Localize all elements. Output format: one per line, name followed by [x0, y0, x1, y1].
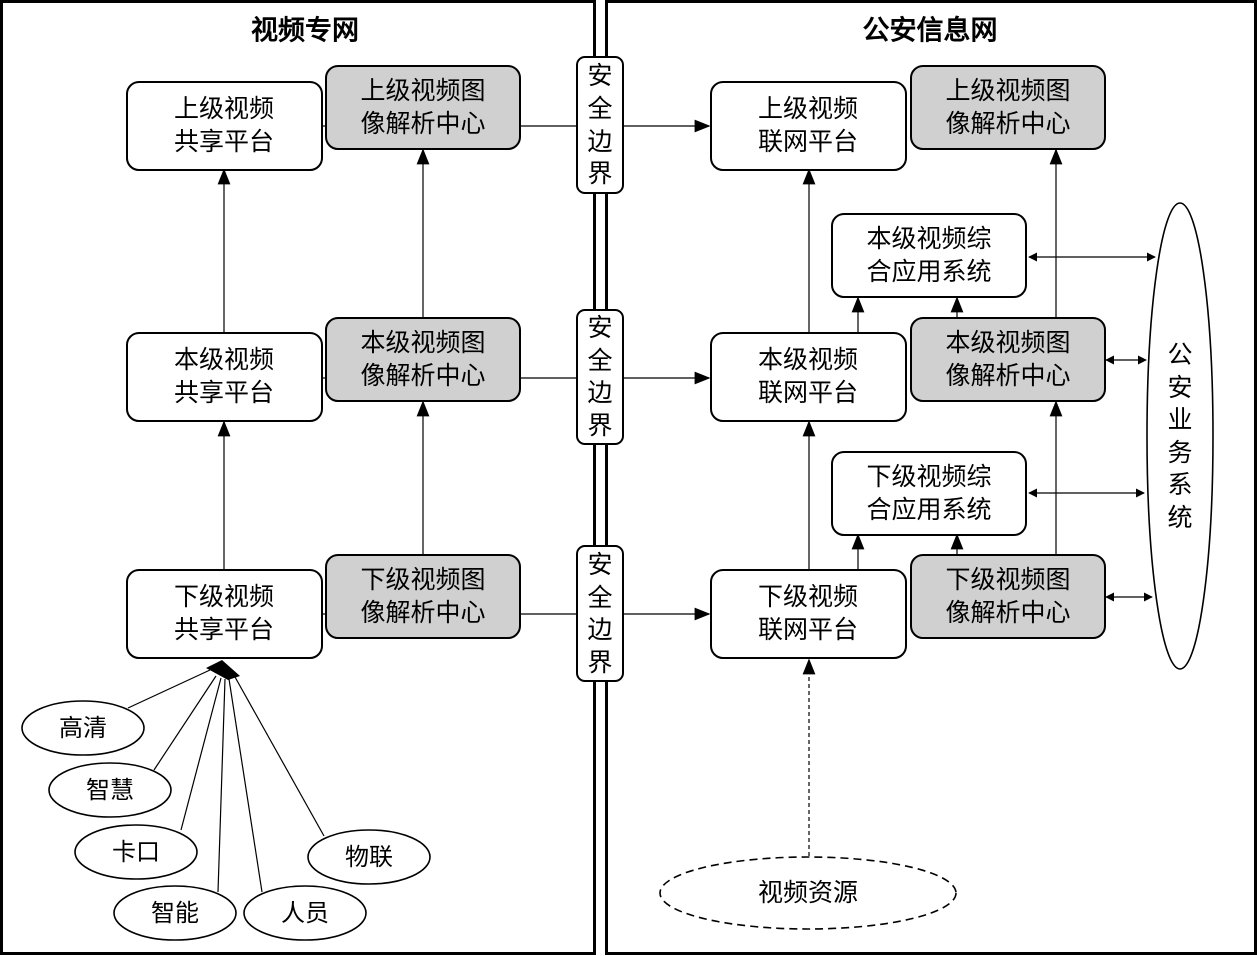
svg-text:边: 边 [587, 127, 612, 156]
svg-text:共享平台: 共享平台 [174, 127, 274, 156]
svg-text:智慧: 智慧 [86, 776, 134, 804]
svg-text:联网平台: 联网平台 [758, 378, 858, 407]
svg-text:安: 安 [587, 550, 612, 579]
left-upper-share-platform[interactable]: 上级视频 共享平台 [126, 81, 323, 171]
svg-text:上级视频图: 上级视频图 [360, 76, 485, 105]
svg-text:边: 边 [587, 378, 612, 407]
svg-text:合应用系统: 合应用系统 [866, 257, 991, 286]
svg-text:本级视频图: 本级视频图 [360, 328, 485, 357]
svg-text:业: 业 [1167, 405, 1192, 434]
source-intelligent[interactable]: 智能 [113, 885, 237, 941]
right-local-app-system[interactable]: 本级视频综 合应用系统 [831, 213, 1027, 298]
svg-text:联网平台: 联网平台 [758, 127, 858, 156]
line-hd [127, 669, 211, 709]
svg-text:上级视频: 上级视频 [758, 94, 858, 123]
svg-text:全: 全 [587, 346, 612, 375]
security-boundary-lower: 安 全 边 界 [576, 545, 624, 682]
police-business-system[interactable]: 公 安 业 务 系 统 [1146, 202, 1214, 670]
line-intelligent [217, 678, 226, 893]
left-panel-title: 视频专网 [251, 16, 359, 47]
svg-text:边: 边 [587, 615, 612, 644]
right-local-analysis-center[interactable]: 本级视频图 像解析中心 [910, 317, 1106, 402]
svg-text:像解析中心: 像解析中心 [945, 109, 1070, 138]
svg-text:安: 安 [1167, 373, 1192, 402]
svg-text:共享平台: 共享平台 [174, 615, 274, 644]
svg-text:本级视频: 本级视频 [174, 345, 274, 374]
svg-text:全: 全 [587, 94, 612, 123]
svg-text:系: 系 [1167, 470, 1192, 499]
svg-text:人员: 人员 [281, 899, 329, 927]
source-personnel[interactable]: 人员 [243, 885, 367, 941]
svg-text:下级视频图: 下级视频图 [360, 565, 485, 594]
right-upper-analysis-center[interactable]: 上级视频图 像解析中心 [910, 65, 1106, 150]
svg-text:像解析中心: 像解析中心 [945, 361, 1070, 390]
svg-text:智能: 智能 [151, 899, 199, 927]
svg-text:本级视频图: 本级视频图 [945, 328, 1070, 357]
svg-text:公: 公 [1167, 340, 1192, 369]
line-iot [234, 676, 325, 837]
left-local-analysis-center[interactable]: 本级视频图 像解析中心 [325, 317, 521, 402]
svg-text:下级视频综: 下级视频综 [866, 462, 991, 491]
source-checkpoint[interactable]: 卡口 [74, 824, 198, 880]
left-lower-analysis-center[interactable]: 下级视频图 像解析中心 [325, 554, 521, 639]
right-lower-app-system[interactable]: 下级视频综 合应用系统 [831, 451, 1027, 536]
svg-text:像解析中心: 像解析中心 [360, 361, 485, 390]
svg-text:合应用系统: 合应用系统 [866, 495, 991, 524]
svg-text:上级视频: 上级视频 [174, 94, 274, 123]
left-lower-share-platform[interactable]: 下级视频 共享平台 [126, 569, 323, 659]
source-hd[interactable]: 高清 [21, 700, 145, 756]
svg-text:下级视频: 下级视频 [174, 582, 274, 611]
line-smart [153, 675, 217, 771]
svg-text:共享平台: 共享平台 [174, 378, 274, 407]
svg-text:像解析中心: 像解析中心 [360, 109, 485, 138]
svg-text:下级视频: 下级视频 [758, 582, 858, 611]
svg-text:界: 界 [587, 648, 612, 677]
svg-text:下级视频图: 下级视频图 [945, 565, 1070, 594]
svg-text:物联: 物联 [345, 843, 393, 871]
svg-text:务: 务 [1167, 438, 1192, 467]
svg-text:像解析中心: 像解析中心 [945, 598, 1070, 627]
source-connectors [127, 660, 325, 893]
left-local-share-platform[interactable]: 本级视频 共享平台 [126, 332, 323, 422]
right-upper-net-platform[interactable]: 上级视频 联网平台 [710, 81, 907, 171]
svg-text:卡口: 卡口 [112, 838, 160, 866]
video-resource[interactable]: 视频资源 [659, 856, 957, 930]
svg-text:视频资源: 视频资源 [758, 878, 858, 907]
right-lower-net-platform[interactable]: 下级视频 联网平台 [710, 569, 907, 659]
svg-text:全: 全 [587, 583, 612, 612]
right-local-net-platform[interactable]: 本级视频 联网平台 [710, 332, 907, 422]
line-checkpoint [180, 677, 222, 831]
svg-text:安: 安 [587, 313, 612, 342]
svg-text:统: 统 [1167, 503, 1192, 532]
svg-text:本级视频: 本级视频 [758, 345, 858, 374]
svg-text:本级视频综: 本级视频综 [866, 224, 991, 253]
security-boundary-middle: 安 全 边 界 [576, 309, 624, 445]
svg-text:上级视频图: 上级视频图 [945, 76, 1070, 105]
left-upper-analysis-center[interactable]: 上级视频图 像解析中心 [325, 65, 521, 150]
source-iot[interactable]: 物联 [307, 829, 431, 885]
svg-text:安: 安 [587, 61, 612, 90]
right-panel-title: 公安信息网 [863, 15, 998, 47]
svg-text:界: 界 [587, 159, 612, 188]
svg-text:联网平台: 联网平台 [758, 615, 858, 644]
svg-text:像解析中心: 像解析中心 [360, 598, 485, 627]
security-boundary-upper: 安 全 边 界 [576, 56, 624, 194]
svg-text:高清: 高清 [59, 714, 107, 742]
right-lower-analysis-center[interactable]: 下级视频图 像解析中心 [910, 554, 1106, 639]
svg-text:界: 界 [587, 411, 612, 440]
line-personnel [228, 678, 263, 893]
source-smart[interactable]: 智慧 [48, 762, 172, 818]
fan-connector-head [206, 660, 240, 680]
